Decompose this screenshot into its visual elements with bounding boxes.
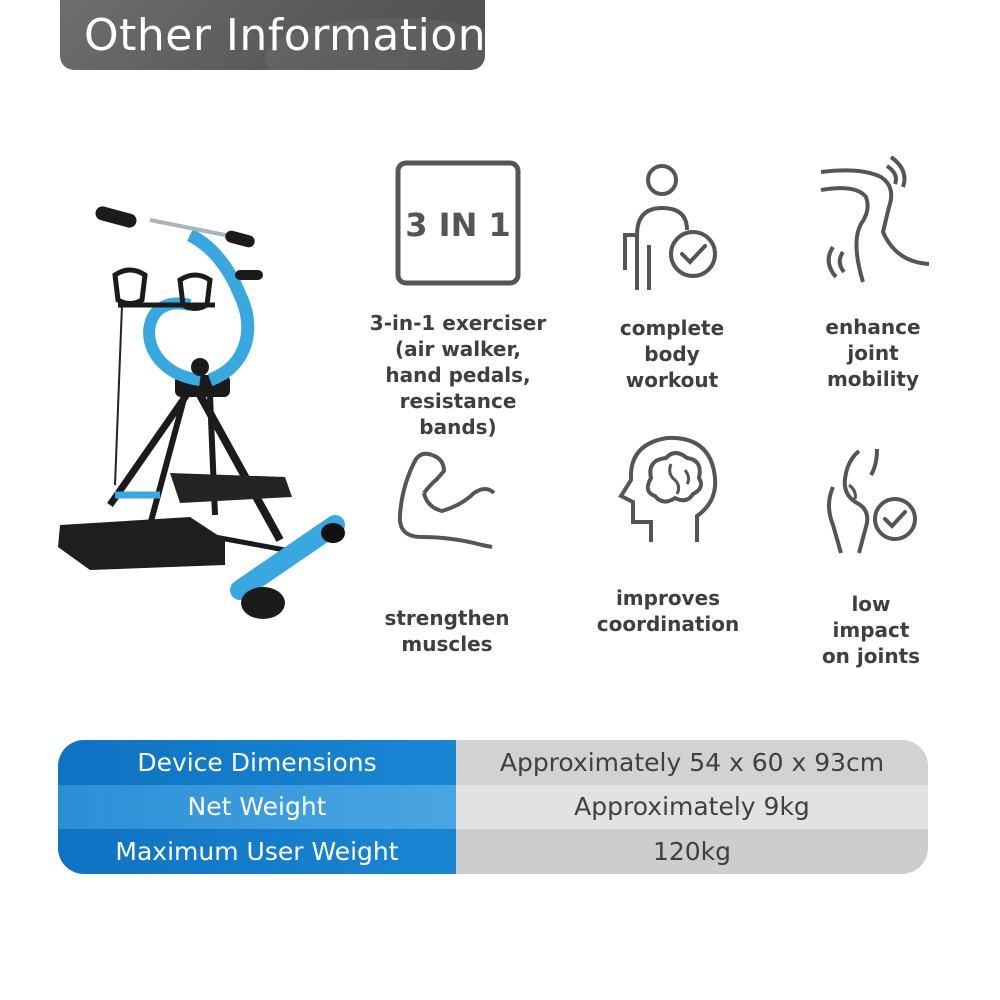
spec-value: 120kg	[456, 829, 928, 874]
table-row: Device Dimensions Approximately 54 x 60 …	[58, 740, 928, 785]
spec-label: Maximum User Weight	[58, 829, 456, 874]
feature-label: complete body workout	[619, 316, 725, 392]
feature-body-workout: complete body workout	[572, 160, 772, 393]
table-row: Maximum User Weight 120kg	[58, 829, 928, 874]
feature-joint-mobility: enhance joint mobility	[773, 152, 973, 392]
specs-table: Device Dimensions Approximately 54 x 60 …	[58, 740, 928, 874]
page-title: Other Information	[84, 10, 485, 61]
spec-value: Approximately 54 x 60 x 93cm	[456, 740, 928, 785]
3-in-1-badge-icon: 3 IN 1	[395, 160, 521, 286]
exercise-machine-image	[58, 206, 345, 619]
feature-3in1: 3 IN 1 3-in-1 exerciser (air walker, han…	[358, 160, 558, 440]
feature-low-impact: low impact on joints	[771, 445, 971, 669]
spec-label: Device Dimensions	[58, 740, 456, 785]
body-check-icon	[623, 164, 717, 290]
feature-label: improves coordination	[596, 586, 740, 636]
feature-coordination: improves coordination	[568, 430, 768, 637]
feature-label: low impact on joints	[821, 592, 921, 668]
joint-mobility-icon	[820, 155, 929, 283]
knee-check-icon	[826, 448, 917, 554]
feature-label: enhance joint mobility	[825, 315, 921, 391]
table-row: Net Weight Approximately 9kg	[58, 784, 928, 830]
spec-label: Net Weight	[58, 784, 456, 830]
flexed-arm-icon	[397, 451, 496, 549]
feature-muscles: strengthen muscles	[347, 445, 547, 657]
header-tab: Other Information	[60, 0, 485, 70]
feature-label: 3-in-1 exerciser (air walker, hand pedal…	[369, 311, 547, 439]
brain-head-icon	[617, 435, 717, 542]
feature-label: strengthen muscles	[384, 606, 510, 656]
svg-text:3 IN 1: 3 IN 1	[405, 206, 511, 244]
spec-value: Approximately 9kg	[456, 784, 928, 830]
